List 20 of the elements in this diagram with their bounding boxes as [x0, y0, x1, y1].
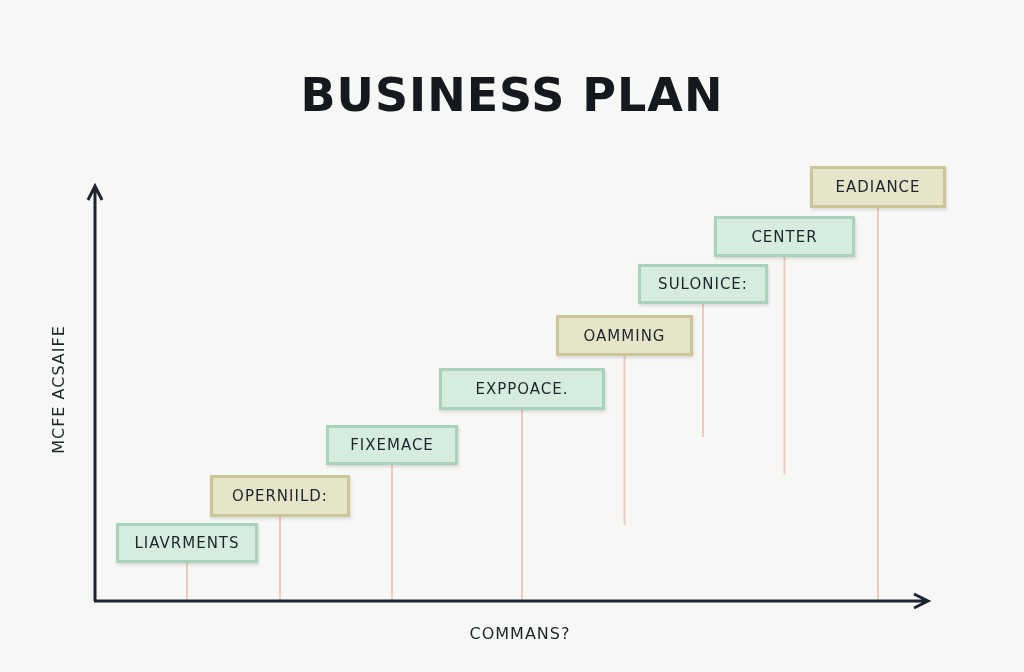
x-axis: [92, 592, 932, 610]
label-box: OAMMING: [556, 315, 693, 356]
axis-title: MCFE ACSAIFE: [48, 324, 68, 456]
label-box: LIAVRMENTS: [116, 523, 258, 563]
label-box: EXPPOACE.: [439, 368, 605, 410]
stem-line: [783, 256, 786, 475]
label-box: CENTER: [714, 216, 855, 257]
stem-line: [623, 355, 626, 526]
title: BUSINESS PLAN: [300, 68, 724, 122]
stem-line: [279, 516, 281, 601]
stem-line: [391, 464, 393, 601]
label-box: OPERNIILD:: [210, 475, 350, 517]
stem-line: [186, 562, 188, 601]
label-box: SULONICE:: [638, 264, 768, 304]
stem-line: [702, 303, 704, 438]
stem-line: [521, 409, 523, 601]
label-box: EADIANCE: [810, 166, 946, 208]
label-box: FIXEMACE: [326, 425, 458, 465]
axis-title: COMMANS?: [468, 624, 572, 643]
stem-line: [877, 207, 879, 601]
